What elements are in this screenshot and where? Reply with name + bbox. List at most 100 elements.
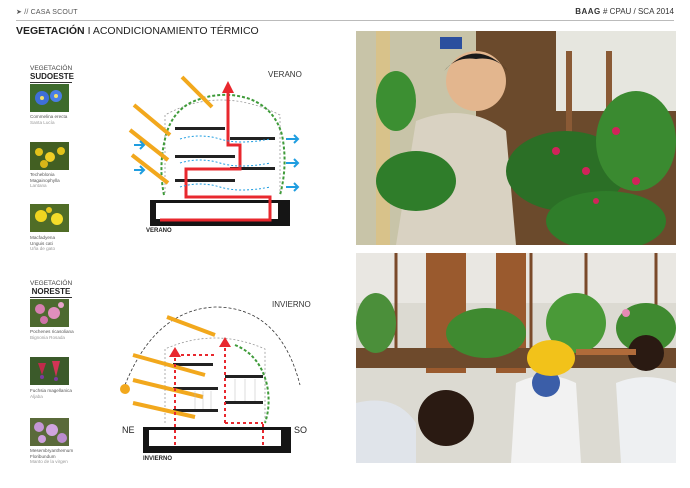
- group-label: VEGETACIÓN: [30, 65, 73, 72]
- plant-common: Manto de la virgen: [30, 459, 68, 464]
- group-name: SUDOESTE: [30, 72, 75, 81]
- plant-caption: Mesembryanthemum Floribundum Manto de la…: [30, 448, 85, 465]
- plant-common: Aljaba: [30, 393, 43, 399]
- sun-ray: [132, 353, 206, 377]
- section-breadcrumb: ➤ // CASA SCOUT: [16, 9, 78, 16]
- sun-ray: [130, 153, 170, 185]
- group-sudoeste-heading: VEGETACIÓN SUDOESTE: [30, 65, 75, 83]
- breeze-in-arrow: [134, 165, 146, 175]
- plant-photo-techeblonia: [30, 142, 69, 170]
- plant-latin: Mesembryanthemum: [30, 448, 74, 453]
- breeze-out-arrow: [286, 182, 300, 192]
- title-bold: VEGETACIÓN: [16, 25, 85, 37]
- sun-ray: [128, 128, 170, 162]
- ground-room: [156, 203, 278, 219]
- group-rule: [30, 82, 72, 83]
- breeze-out-arrow: [286, 158, 300, 168]
- photo-frame: [566, 51, 572, 171]
- floor-slab: [175, 155, 235, 158]
- photo-foliage: [376, 71, 676, 245]
- photo-boy-face: [446, 51, 506, 111]
- plant-latin: Macfadyena: [30, 235, 56, 240]
- plant-photo-macfadyena: [30, 204, 69, 232]
- floor-slab: [230, 167, 275, 170]
- title-rest: I ACONDICIONAMIENTO TÉRMICO: [84, 25, 259, 37]
- plant-latin-2: Magainophylla: [30, 177, 60, 183]
- photo-scout-emblem: [532, 369, 560, 397]
- floor-slab: [230, 137, 275, 140]
- floor-slab: [225, 375, 263, 378]
- group-rule: [30, 297, 72, 298]
- floor-slab: [175, 127, 225, 130]
- plant-caption: Pochenes ricasoliana Bignonia Rosada: [30, 329, 85, 340]
- photo-kid-shirt: [616, 377, 676, 463]
- photo-tool: [576, 349, 636, 355]
- plant-latin-2: Unguis cati: [30, 240, 53, 246]
- photo-window: [556, 31, 676, 111]
- roof-outline: [164, 337, 266, 423]
- photo-yellow-cap: [527, 340, 575, 376]
- plant-caption: Macfadyena Unguis cati Uña de gato: [30, 235, 85, 252]
- sun-ray: [132, 103, 172, 137]
- plant-caption: Techeblonia Magainophylla Lantana: [30, 172, 85, 189]
- winter-section-diagram: [120, 306, 301, 453]
- plant-caption: Commelina erecta Santa Lucía: [30, 114, 85, 125]
- heat-arrow-head: [219, 337, 231, 347]
- plant-common: Uña de gato: [30, 246, 56, 251]
- vegetation-screen: [160, 93, 286, 196]
- plant-common: Lantana: [30, 183, 47, 188]
- plant-caption: Fuchsia magellanica Aljaba: [30, 388, 85, 399]
- plant-common: Bignonia Rosada: [30, 334, 65, 340]
- breeze-line: [179, 135, 271, 143]
- photo-post: [376, 31, 390, 245]
- ground-room: [149, 430, 281, 446]
- plant-photo-mesembryanthemum: [30, 418, 69, 446]
- breeze-line: [179, 183, 271, 191]
- sun-path-arc: [124, 306, 301, 386]
- sun-ray: [132, 378, 204, 399]
- photo-boy-shirt: [396, 113, 516, 245]
- event-label: CPAU / SCA 2014: [609, 7, 674, 16]
- winter-label: INVIERNO: [143, 456, 173, 462]
- breeze-out-arrow: [286, 134, 300, 144]
- heat-flow-path: [174, 354, 215, 445]
- orientation-so: SO: [294, 425, 308, 435]
- plant-common: Santa Lucía: [30, 119, 55, 125]
- photo-kid-shirt: [511, 375, 581, 463]
- header-divider: [16, 20, 674, 21]
- breeze-line: [179, 159, 271, 167]
- plant-photo-fuchsia: [30, 357, 69, 385]
- plant-photo-commelina: [30, 84, 69, 112]
- sun-ray: [132, 401, 196, 419]
- heat-flow-path: [224, 345, 264, 445]
- plant-latin-2: Floribundum: [30, 453, 56, 459]
- floor-slab: [173, 409, 218, 412]
- group-name: NORESTE: [31, 287, 71, 296]
- page-title: VEGETACIÓN I ACONDICIONAMIENTO TÉRMICO: [16, 25, 259, 37]
- heat-arrow-head: [222, 81, 234, 93]
- plant-photo-pochenes: [30, 299, 69, 327]
- roof-outline: [164, 99, 281, 193]
- orientation-ne: NE: [122, 425, 135, 435]
- photo-kid-head: [418, 390, 474, 446]
- summer-label: VERANO: [146, 228, 172, 234]
- plant-latin: Fuchsia magellanica: [30, 388, 72, 393]
- breeze-in-arrow: [134, 140, 146, 150]
- floor-slab: [173, 387, 218, 390]
- plant-latin: Pochenes ricasoliana: [30, 329, 74, 334]
- header-event: BAAG # CPAU / SCA 2014: [575, 7, 674, 16]
- photo-badge: [440, 37, 462, 49]
- vegetation-screen: [234, 344, 270, 424]
- group-noreste-heading: VEGETACIÓN NORESTE: [30, 280, 72, 298]
- heat-arrow-head: [169, 347, 181, 357]
- floor-slab: [175, 179, 235, 182]
- sun-ray: [166, 315, 216, 337]
- winter-sun: [120, 384, 130, 394]
- photo-fuchsia-flowers: [552, 127, 640, 204]
- summer-diagram-title: VERANO: [268, 70, 302, 79]
- floor-slab: [225, 401, 263, 404]
- photo-boy-hair: [444, 53, 508, 71]
- plant-latin: Commelina erecta: [30, 114, 68, 119]
- floor-slab: [173, 363, 213, 366]
- heat-flow-path: [160, 87, 272, 222]
